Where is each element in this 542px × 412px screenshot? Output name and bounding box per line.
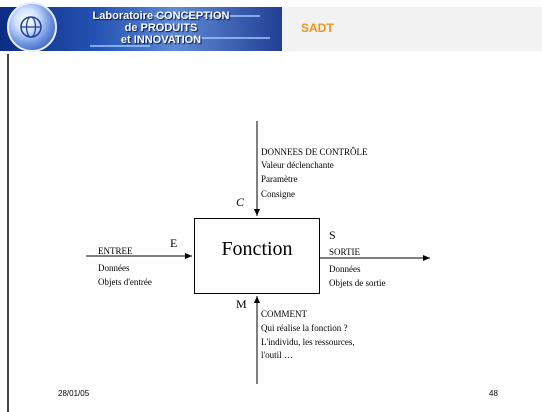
output-item: Objets de sortie xyxy=(329,278,386,288)
function-label: Fonction xyxy=(221,238,293,260)
input-letter: E xyxy=(170,236,178,250)
control-item: Consigne xyxy=(261,189,296,199)
globe-icon xyxy=(20,16,42,38)
page-number: 48 xyxy=(489,389,498,398)
output-title: SORTIE xyxy=(329,247,360,257)
mechanism-item: Qui réalise la fonction ? xyxy=(261,323,348,333)
control-item: Paramètre xyxy=(261,174,298,184)
slide-header: Laboratoire CONCEPTION de PRODUITS et IN… xyxy=(0,0,542,60)
input-title: ENTREE xyxy=(98,246,133,256)
input-item: Données xyxy=(98,263,130,273)
output-item: Données xyxy=(329,264,361,274)
control-item: Valeur déclenchante xyxy=(261,160,334,170)
lab-name-line-2: de PRODUITS xyxy=(124,22,198,34)
left-divider xyxy=(7,54,9,412)
control-letter: C xyxy=(236,195,245,209)
slide-title: SADT xyxy=(301,21,334,35)
mechanism-item: L'individu, les ressources, xyxy=(261,337,355,347)
mechanism-letter: M xyxy=(236,297,247,311)
mechanism-title: COMMENT xyxy=(261,309,308,319)
lab-name-line-3: et INNOVATION xyxy=(120,34,202,46)
control-title: DONNEES DE CONTRÔLE xyxy=(261,147,368,157)
lab-name-line-1: Laboratoire CONCEPTION xyxy=(92,10,230,22)
output-letter: S xyxy=(329,228,336,242)
footer-date: 28/01/05 xyxy=(58,389,90,398)
function-box xyxy=(194,218,320,294)
input-item: Objets d'entrée xyxy=(98,277,152,287)
mechanism-item: l'outil … xyxy=(261,350,293,360)
